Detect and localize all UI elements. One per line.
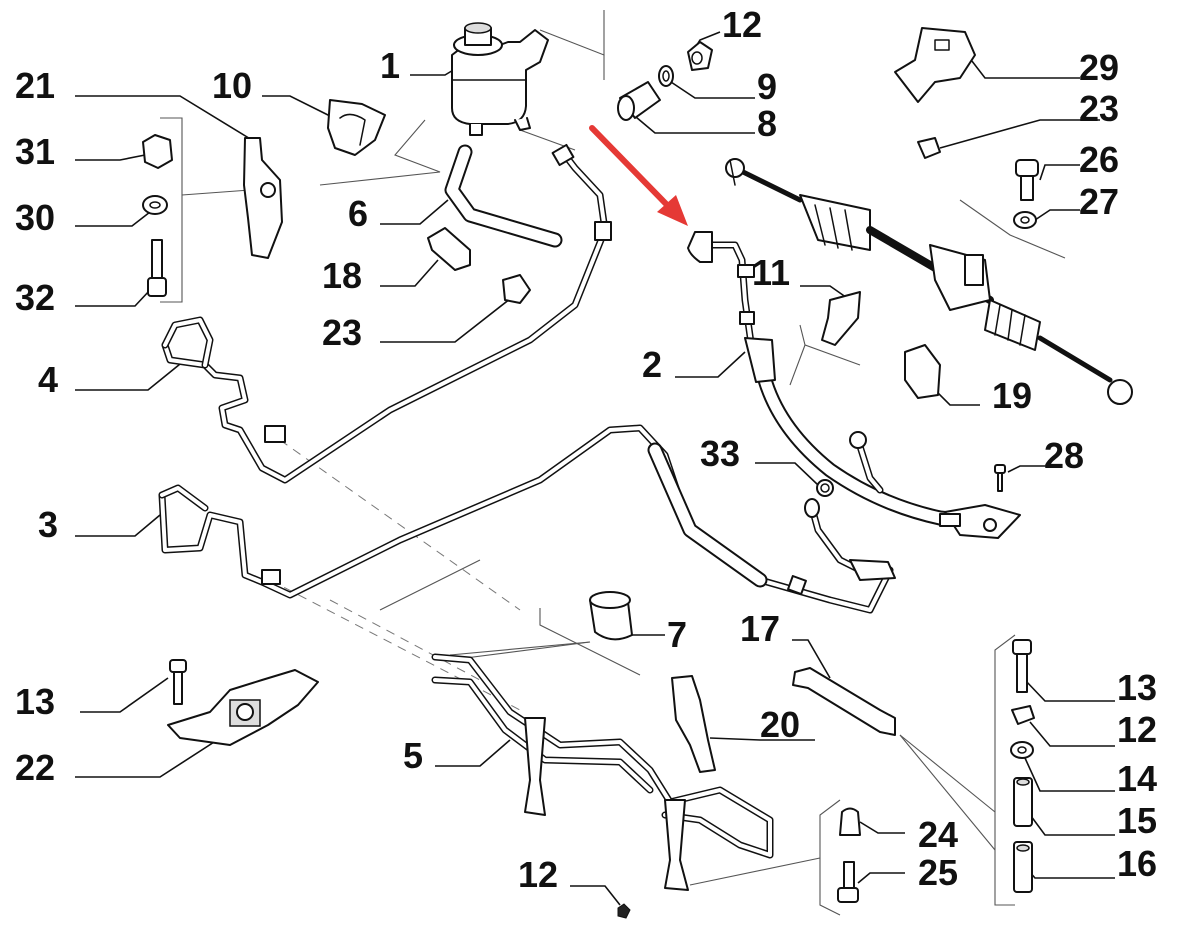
washer-14: [1010, 741, 1034, 759]
bolt-26: [1015, 159, 1039, 201]
callout-6: 6: [348, 193, 368, 234]
callout-13-right: 13: [1117, 667, 1157, 708]
callout-4: 4: [38, 359, 58, 400]
callout-12-top: 12: [722, 4, 762, 45]
callout-28: 28: [1044, 435, 1084, 476]
callout-10: 10: [212, 65, 252, 106]
high-pressure-hose: [687, 231, 1021, 539]
clamp-bracket-22: [167, 669, 319, 746]
callout-30: 30: [15, 197, 55, 238]
bracket-11: [821, 291, 861, 346]
fitting-bolt: [617, 81, 661, 121]
red-arrow-icon: [589, 125, 688, 226]
hose-clamp-band: [589, 591, 633, 641]
callout-5: 5: [403, 735, 423, 776]
callout-24: 24: [918, 814, 958, 855]
reservoir-hose: [444, 144, 563, 248]
nut-31: [142, 134, 173, 169]
callout-33: 33: [700, 433, 740, 474]
callout-2: 2: [642, 344, 662, 385]
callout-7: 7: [667, 614, 687, 655]
leader-lines: [75, 31, 1115, 906]
power-steering-reservoir: [451, 22, 549, 136]
spacer-sleeve-15: [1013, 777, 1033, 827]
callout-1: 1: [380, 45, 400, 86]
callout-labels: 1 2 3 4 5 6 7 8 9 10 11 12 12 12 13 13 1…: [15, 4, 1157, 895]
cap-nut-24: [839, 807, 861, 836]
group-bracket-lines: [160, 10, 1066, 916]
nut-23-top-right: [917, 137, 941, 159]
callout-9: 9: [757, 66, 777, 107]
callout-11: 11: [752, 252, 790, 293]
screw-28: [994, 464, 1006, 492]
washer-27: [1013, 211, 1037, 229]
bolt-25: [837, 861, 859, 903]
clip-19: [904, 344, 941, 399]
pipe-clamp-10: [327, 99, 386, 156]
callout-12-right: 12: [1117, 709, 1157, 750]
nut-12-bottom: [617, 903, 631, 919]
callout-20: 20: [760, 704, 800, 745]
bracket-arm-17: [792, 667, 896, 736]
bracket-21: [243, 137, 283, 259]
sealing-washer-9: [658, 65, 674, 87]
bracket-plate-29: [894, 27, 976, 103]
bracket-20: [671, 675, 716, 773]
callout-16: 16: [1117, 843, 1157, 884]
callout-22: 22: [15, 747, 55, 788]
steering-rack: [725, 158, 1133, 405]
return-pipe-assembly: [158, 424, 896, 614]
feed-pipe-assembly: [161, 143, 612, 484]
callout-3: 3: [38, 504, 58, 545]
assembly-guide-lines: [269, 439, 521, 711]
callout-18: 18: [322, 255, 362, 296]
nut-12-top: [687, 41, 713, 71]
bolt-32: [147, 239, 167, 297]
callout-8: 8: [757, 103, 777, 144]
spacer-sleeve-16: [1013, 841, 1033, 893]
nut-12-right: [1011, 705, 1035, 725]
callout-25: 25: [918, 852, 958, 893]
callout-29: 29: [1079, 47, 1119, 88]
o-ring-33: [816, 479, 834, 497]
callout-19: 19: [992, 375, 1032, 416]
callout-31: 31: [15, 131, 55, 172]
clip-18: [427, 227, 471, 271]
callout-26: 26: [1079, 139, 1119, 180]
callout-15: 15: [1117, 800, 1157, 841]
cooler-pipe-assembly: [431, 653, 774, 891]
washer-30: [142, 195, 168, 215]
nut-23-middle: [502, 274, 531, 304]
callout-27: 27: [1079, 181, 1119, 222]
callout-14: 14: [1117, 758, 1157, 799]
callout-13-left: 13: [15, 681, 55, 722]
callout-17: 17: [740, 608, 780, 649]
bolt-13-left: [169, 659, 187, 705]
callout-23-middle: 23: [322, 312, 362, 353]
callout-12-bottom: 12: [518, 854, 558, 895]
callout-23-top-right: 23: [1079, 88, 1119, 129]
callout-32: 32: [15, 277, 55, 318]
callout-21: 21: [15, 65, 55, 106]
bolt-13-right: [1012, 639, 1032, 693]
